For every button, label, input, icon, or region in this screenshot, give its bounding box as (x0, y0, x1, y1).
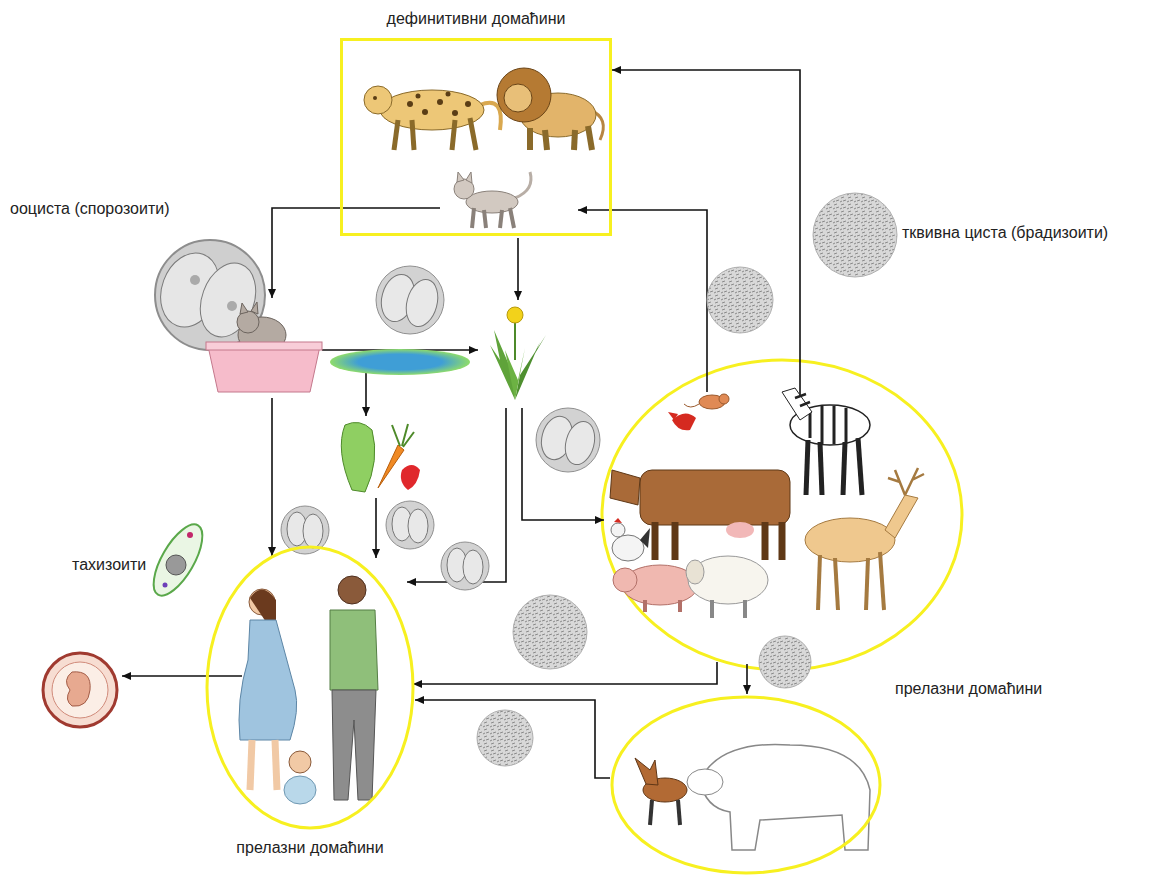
pond (330, 349, 470, 375)
flow-arrows (122, 70, 800, 694)
dandelion (490, 307, 546, 400)
tachyzoite (144, 517, 212, 602)
tissue-cyst (477, 193, 897, 766)
ellipse-outline (610, 695, 882, 875)
cat (454, 172, 531, 228)
oocyst (386, 501, 434, 549)
host-ellipse (602, 360, 962, 670)
leopard (364, 86, 501, 150)
fetus (43, 653, 117, 727)
ellipse-outline (205, 545, 415, 830)
transmission-arrow (415, 700, 610, 778)
host-heading: прелазни домаћини (236, 839, 383, 857)
litter-box (206, 302, 322, 392)
stage-label: тквивна циста (брадизоити) (902, 224, 1108, 242)
yellow-frame (340, 38, 612, 236)
host-ellipse: прелазни домаћини (610, 678, 1080, 878)
host-frame: дефинитивни домаћини (340, 6, 612, 236)
intermediate-animals (610, 388, 924, 618)
host-ellipse: прелазни домаћини (205, 545, 415, 861)
oocyst (536, 408, 600, 472)
stage-label: тахизоити (72, 556, 146, 574)
oocyst (441, 542, 489, 590)
oocyst (376, 266, 444, 334)
host-heading: дефинитивни домаћини (387, 10, 566, 28)
humans (239, 576, 378, 804)
lion (497, 68, 603, 150)
host-heading: прелазни домаћини (895, 680, 1042, 698)
carnivores (635, 744, 870, 850)
vegetables (341, 422, 420, 492)
stage-label: ооциста (спорозоити) (10, 200, 169, 218)
